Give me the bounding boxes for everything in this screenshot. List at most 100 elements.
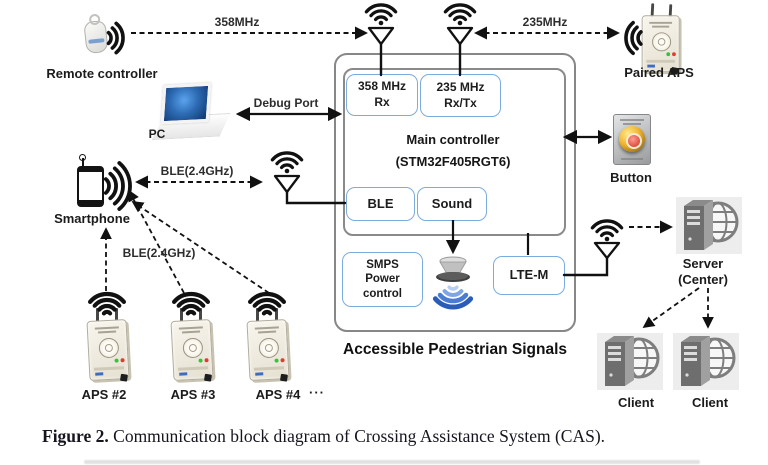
aps4-label: APS #4 — [255, 387, 301, 402]
aps-led-green — [666, 52, 671, 57]
paired-aps-device-icon — [640, 3, 680, 75]
aps-label-strip — [94, 326, 119, 330]
aps4-device-icon — [246, 308, 290, 382]
main-controller-title: Main controller — [406, 132, 500, 147]
aps-led-green — [274, 358, 279, 363]
remote-controller-label: Remote controller — [46, 66, 158, 81]
aps-led-red — [280, 358, 285, 363]
aps-label-strip — [98, 330, 117, 334]
module-lte-m: LTE-M — [493, 256, 565, 295]
link-label-debug-port: Debug Port — [253, 96, 319, 110]
smartphone-earpiece — [79, 168, 102, 172]
aps2-device-icon — [86, 308, 130, 382]
server-icon — [676, 197, 742, 254]
module-smps-line1: SMPS — [366, 258, 399, 271]
aps-label-strip — [649, 21, 673, 24]
module-235-line2: Rx/Tx — [444, 95, 477, 110]
aps-antenna — [275, 308, 278, 322]
aps-led-red — [672, 52, 676, 57]
client-left-label: Client — [617, 395, 655, 410]
module-ble-label: BLE — [367, 195, 394, 211]
module-358mhz-rx: 358 MHz Rx — [346, 74, 418, 116]
aps-chip — [255, 372, 264, 376]
module-smps-power-control: SMPS Power control — [342, 252, 423, 307]
aps-emblem — [652, 32, 672, 52]
aps2-label: APS #2 — [81, 387, 127, 402]
link-label-235mhz: 235MHz — [522, 15, 568, 29]
module-ble: BLE — [346, 187, 415, 221]
module-ltem-label: LTE-M — [509, 267, 549, 283]
aps-emblem — [98, 337, 120, 359]
aps-emblem — [182, 337, 204, 359]
aps-body — [641, 15, 680, 75]
smartphone-icon — [77, 166, 104, 207]
aps-strip — [177, 366, 209, 371]
aps-emblem — [258, 337, 280, 359]
module-358-line1: 358 MHz — [357, 79, 407, 94]
link-label-ble-2: BLE(2.4GHz) — [122, 246, 196, 260]
link-label-358mhz: 358MHz — [214, 15, 260, 29]
aps-label-strip — [178, 326, 203, 330]
button-plate-text — [623, 123, 641, 125]
aps-label-strip — [652, 25, 670, 28]
pc-label: PC — [148, 127, 166, 141]
module-sound: Sound — [417, 187, 487, 221]
main-controller-part-number: (STM32F405RGT6) — [395, 154, 511, 169]
aps-body — [170, 318, 214, 382]
module-358-line2: Rx — [374, 95, 390, 109]
client-right-label: Client — [691, 395, 729, 410]
server-label-line1: Server — [682, 256, 724, 271]
client-right-icon — [673, 333, 739, 390]
module-235-line1: 235 MHz — [436, 79, 485, 94]
server-label: Server (Center) — [669, 256, 737, 287]
paired-aps-label: Paired APS — [624, 65, 694, 80]
aps-led-red — [204, 358, 209, 363]
figure-caption-text: Communication block diagram of Crossing … — [108, 426, 606, 446]
link-server-client-left — [642, 287, 700, 329]
aps-body — [246, 318, 290, 382]
aps-body — [86, 318, 130, 382]
smartphone-waves-icon — [103, 161, 132, 211]
aps-chip — [95, 372, 104, 376]
aps-antenna — [96, 308, 99, 322]
push-button-icon — [613, 114, 651, 165]
button-label: Button — [610, 170, 652, 185]
remote-ring — [88, 13, 101, 26]
aps-ellipsis: ··· — [309, 385, 325, 400]
module-sound-label: Sound — [431, 195, 473, 211]
aps-connector — [203, 373, 212, 382]
remote-waves-icon — [106, 21, 125, 55]
link-aps3-smartphone — [128, 189, 185, 294]
aps-strip — [253, 366, 285, 371]
aps-connector — [279, 373, 288, 382]
smartphone-home-bar — [79, 200, 102, 205]
remote-controller-icon — [83, 13, 109, 55]
aps-connector — [119, 373, 128, 382]
link-label-ble-1: BLE(2.4GHz) — [160, 164, 234, 178]
aps-antenna — [115, 308, 118, 322]
smartphone-antenna — [82, 158, 84, 167]
laptop-screen-icon — [160, 82, 212, 125]
aps-chip — [179, 372, 188, 376]
aps-antenna — [256, 308, 259, 322]
aps-led-green — [114, 358, 119, 363]
module-235mhz-rxtx: 235 MHz Rx/Tx — [420, 74, 501, 117]
figure-caption: Figure 2. Communication block diagram of… — [42, 426, 758, 447]
aps-antenna — [180, 308, 183, 322]
smartphone-label: Smartphone — [54, 211, 130, 226]
figure-caption-number: Figure 2. — [42, 426, 109, 446]
aps-antenna — [199, 308, 202, 322]
next-line-remnant — [84, 460, 700, 464]
aps3-label: APS #3 — [170, 387, 216, 402]
module-smps-line3: control — [363, 287, 402, 300]
aps-led-green — [198, 358, 203, 363]
aps-strip — [93, 366, 125, 371]
aps-label-strip — [258, 330, 277, 334]
aps-led-red — [120, 358, 125, 363]
aps3-device-icon — [170, 308, 214, 382]
paired-aps-waves-icon — [624, 20, 643, 56]
aps-label-strip — [254, 326, 279, 330]
client-left-icon — [597, 333, 663, 390]
aps-unit-caption: Accessible Pedestrian Signals — [343, 341, 567, 358]
aps-label-strip — [182, 330, 201, 334]
